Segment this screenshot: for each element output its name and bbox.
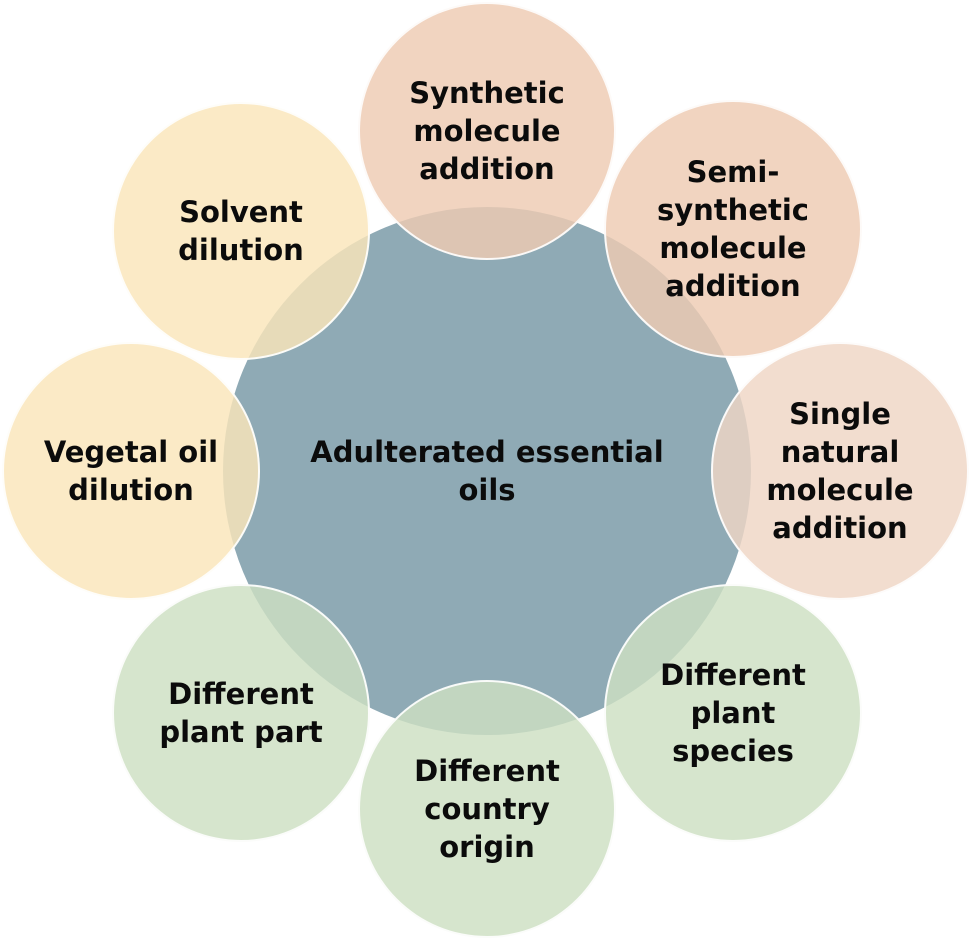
node-label-different-plant-species: Different plant species <box>660 658 806 768</box>
node-different-country-origin: Different country origin <box>358 680 616 938</box>
node-label-synthetic-molecule-addition: Synthetic molecule addition <box>409 76 565 186</box>
node-label-solvent-dilution: Solvent dilution <box>178 195 304 267</box>
node-label-different-country-origin: Different country origin <box>414 754 560 864</box>
node-label-semi-synthetic-molecule-addition: Semi- synthetic molecule addition <box>657 155 809 303</box>
node-vegetal-oil-dilution: Vegetal oil dilution <box>2 342 260 600</box>
node-synthetic-molecule-addition: Synthetic molecule addition <box>358 2 616 260</box>
node-label-different-plant-part: Different plant part <box>159 677 323 749</box>
node-label-vegetal-oil-dilution: Vegetal oil dilution <box>43 435 219 507</box>
node-different-plant-part: Different plant part <box>112 584 370 842</box>
node-label-single-natural-molecule-addition: Single natural molecule addition <box>766 397 914 545</box>
node-single-natural-molecule-addition: Single natural molecule addition <box>711 342 969 600</box>
node-different-plant-species: Different plant species <box>604 584 862 842</box>
node-semi-synthetic-molecule-addition: Semi- synthetic molecule addition <box>604 100 862 358</box>
node-solvent-dilution: Solvent dilution <box>112 102 370 360</box>
